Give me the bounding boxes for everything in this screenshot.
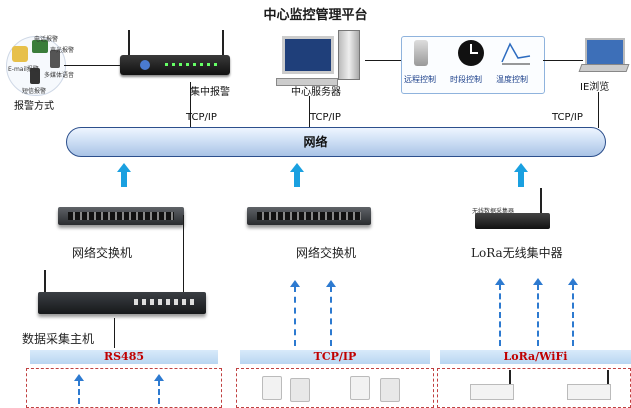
alarm-router-label: 集中报警: [190, 87, 230, 98]
ie-browser-label: IE浏览: [580, 82, 610, 93]
daq-host-label: 数据采集主机: [22, 332, 95, 346]
alarm-methods-label: 报警方式: [14, 101, 54, 112]
up-arrow-right: [514, 163, 528, 187]
alarm-to-router-line: [64, 65, 120, 66]
tcpip-sensor-3: [350, 376, 370, 400]
phone-alarm-icon: [32, 40, 48, 53]
left-network-switch: [58, 207, 184, 225]
dashed-arrow-right-2: [533, 278, 543, 346]
server-monitor-icon: [282, 36, 334, 74]
control-temperature-label: 温度控制: [496, 75, 528, 84]
speaker-alarm-icon: [50, 50, 60, 68]
laptop-connector-line: [598, 92, 599, 128]
tcpip-sensor-2: [290, 378, 310, 402]
alarm-router-device: [120, 55, 230, 75]
server-connector-line: [309, 96, 310, 128]
alarm-item-sms: 短信报警: [22, 88, 47, 95]
diagram-title: 中心监控管理平台: [263, 8, 368, 23]
dashed-arrow-right-3: [568, 278, 578, 346]
daq-to-band-line: [114, 318, 115, 348]
left-switch-label: 网络交换机: [72, 246, 133, 260]
band-tcpip: TCP/IP: [240, 350, 430, 364]
lora-sensor-antenna-2: [607, 370, 609, 384]
router-antenna-left: [128, 30, 130, 56]
switch-to-daq-line: [183, 215, 184, 305]
lora-sensor-antenna-1: [509, 370, 511, 384]
lora-concentrator-label: LoRa无线集中器: [471, 246, 563, 260]
alarm-item-phone: 电话报警: [34, 36, 59, 43]
network-bus: [66, 127, 606, 157]
lora-device-text: 无线数据采集器: [472, 208, 515, 215]
control-remote-label: 远程控制: [404, 75, 436, 84]
temperature-curve-icon: [501, 42, 531, 65]
middle-switch-label: 网络交换机: [296, 246, 357, 260]
controls-to-laptop-line: [543, 60, 583, 61]
tcp-label-laptop: TCP/IP: [552, 112, 583, 123]
dashed-arrow-rs485-2: [154, 374, 164, 404]
up-arrow-left: [117, 163, 131, 187]
central-server-label: 中心服务器: [291, 87, 341, 98]
tcp-label-server: TCP/IP: [310, 112, 341, 123]
daq-port-strip: [134, 299, 194, 305]
dashed-arrow-mid-2: [326, 280, 336, 346]
lora-concentrator-device: [475, 213, 550, 229]
router-connector-line: [190, 82, 191, 128]
middle-network-switch: [247, 207, 371, 225]
up-arrow-middle: [290, 163, 304, 187]
data-acquisition-host-device: [38, 292, 206, 314]
sms-phone-icon: [30, 68, 40, 84]
server-keyboard-icon: [276, 78, 338, 86]
band-lora-wifi: LoRa/WiFi: [440, 350, 631, 364]
lora-antenna: [540, 188, 542, 214]
remote-control-icon: [414, 40, 428, 66]
alarm-item-voice: 多媒体语音: [44, 72, 75, 79]
email-alarm-icon: [12, 46, 28, 62]
dashed-arrow-mid-1: [290, 280, 300, 346]
server-to-controls-line: [365, 60, 401, 61]
server-tower-icon: [338, 30, 360, 80]
router-logo-icon: [140, 60, 150, 70]
tcp-label-router: TCP/IP: [186, 112, 217, 123]
dashed-arrow-right-1: [495, 278, 505, 346]
alarm-item-email: E-mail报警: [8, 66, 39, 73]
band-rs485: RS485: [30, 350, 218, 364]
rs485-devices-box: [26, 368, 222, 408]
laptop-screen-icon: [585, 38, 625, 66]
tcpip-sensor-1: [262, 376, 282, 400]
control-timed-label: 时段控制: [450, 75, 482, 84]
dashed-arrow-rs485: [74, 374, 84, 404]
router-antenna-right: [222, 30, 224, 56]
lora-sensor-1: [470, 384, 514, 400]
network-label: 网络: [303, 135, 328, 149]
alarm-item-light: 声光报警: [50, 47, 75, 54]
clock-icon: [458, 40, 484, 66]
lora-sensor-2: [567, 384, 611, 400]
daq-antenna: [44, 270, 46, 294]
router-leds: [165, 63, 220, 66]
laptop-base-icon: [578, 64, 630, 72]
tcpip-sensor-4: [380, 378, 400, 402]
